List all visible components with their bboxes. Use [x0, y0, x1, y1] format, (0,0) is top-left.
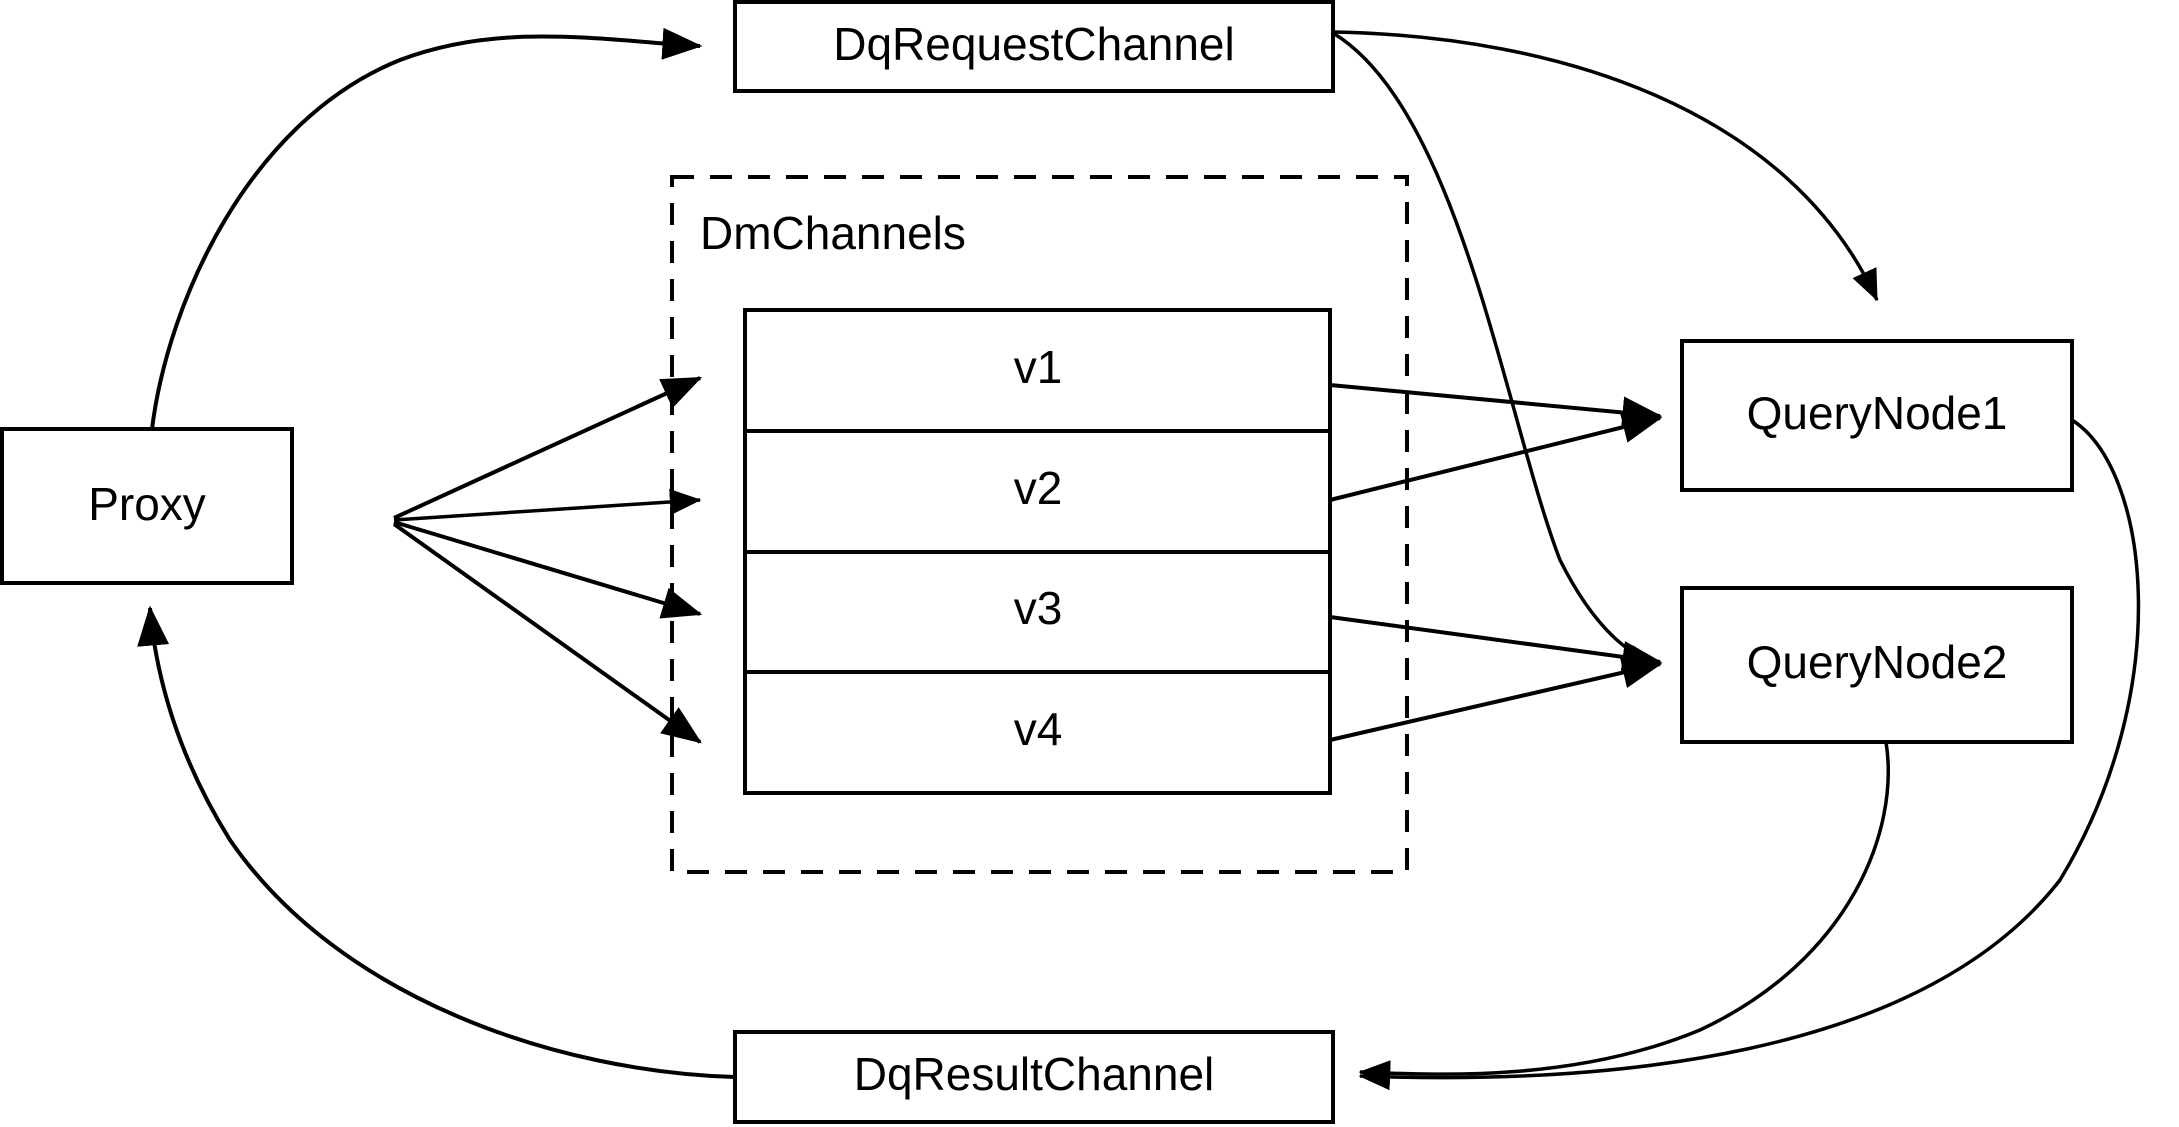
edge-dqresultchannel-to-proxy: [137, 605, 736, 1079]
node-querynode2-label: QueryNode2: [1747, 636, 2008, 688]
edge-querynode2-to-dqresultchannel: [1358, 741, 1890, 1087]
node-dqrequestchannel-label: DqRequestChannel: [833, 18, 1235, 70]
edge-v4-to-querynode2: [1329, 656, 1663, 742]
channel-row-v3-label: v3: [1014, 582, 1063, 634]
node-dqrequestchannel-box[interactable]: [733, 0, 1335, 93]
node-querynode2-box[interactable]: [1680, 586, 2074, 744]
edge-v2-to-querynode1: [1329, 411, 1663, 502]
edge-dqrequestchannel-to-querynode2: [1332, 31, 1662, 671]
channel-row-v2-label: v2: [1014, 462, 1063, 514]
edge-proxy-to-v2: [393, 488, 702, 522]
node-dqresultchannel-box[interactable]: [733, 1030, 1335, 1124]
edge-proxy-to-v4: [392, 522, 702, 744]
channel-row-v1-label: v1: [1014, 341, 1063, 393]
node-querynode1-box[interactable]: [1680, 339, 2074, 492]
node-proxy-label: Proxy: [88, 478, 206, 530]
dmchannels-group-box: [670, 175, 1409, 874]
edge-proxy-to-dqrequestchannel: [150, 27, 703, 430]
node-dqresultchannel-label: DqResultChannel: [854, 1048, 1215, 1100]
channel-row-v4-label: v4: [1014, 703, 1063, 755]
edge-v3-to-querynode2: [1329, 615, 1663, 673]
edge-proxy-to-v3: [393, 520, 703, 619]
node-querynode1-label: QueryNode1: [1747, 387, 2008, 439]
dmchannels-group-label: DmChannels: [700, 207, 966, 259]
edge-dqrequestchannel-to-querynode1: [1332, 30, 1879, 302]
node-proxy-box[interactable]: [0, 427, 294, 585]
edge-v1-to-querynode1: [1329, 383, 1663, 429]
edge-proxy-to-v1: [393, 376, 703, 520]
edge-querynode1-to-dqresultchannel: [1358, 418, 2141, 1091]
